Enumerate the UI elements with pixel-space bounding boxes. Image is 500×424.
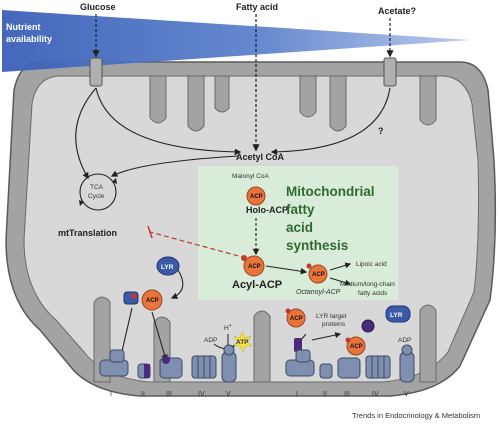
acp-right-1: ACP <box>285 308 306 328</box>
lyr-label: LYR <box>390 312 403 319</box>
fatty-acid-label: Fatty acid <box>236 2 278 12</box>
complex-3-right <box>337 357 361 379</box>
mtfas-title-4: synthesis <box>286 238 348 253</box>
complex-5-right <box>399 344 415 383</box>
adp-label-right: ADP <box>398 337 411 344</box>
question-mark: ? <box>378 126 384 136</box>
atp-label: ATP <box>236 339 249 346</box>
lyr-node-left: LYR <box>156 256 180 276</box>
acp-label: ACP <box>146 298 159 304</box>
complex-label-i: I <box>296 391 298 398</box>
acp-label: ACP <box>248 264 261 270</box>
acetate-label: Acetate? <box>378 6 416 16</box>
acp-label: ACP <box>250 194 263 200</box>
complex-4-left <box>191 355 217 379</box>
transporter-acetate <box>383 57 397 87</box>
complex-label-iii: III <box>344 391 350 398</box>
etc-complexes-right: I II III IV V <box>285 344 415 398</box>
complex-4-right <box>365 355 391 379</box>
acyl-acp-node: ACP <box>241 255 265 277</box>
mcfa-label-line1: Medium/long-chain <box>340 281 395 288</box>
adp-label-left: ADP <box>204 337 217 344</box>
to-acetyl-coa-arrows <box>75 87 391 180</box>
lyr-target-protein <box>361 319 375 333</box>
holo-acp-label: Holo-ACP <box>246 205 288 215</box>
to-lipoic-arrow <box>329 262 352 271</box>
complex-5-left <box>221 344 237 383</box>
complex-1-right <box>285 349 315 377</box>
cycle-arrows-icon <box>79 173 117 211</box>
complex-label-iv: IV <box>198 391 205 398</box>
nutrient-gradient <box>2 10 470 72</box>
complex-label-ii: II <box>141 391 145 398</box>
acyl-acp-label: Acyl-ACP <box>232 279 282 291</box>
mtfas-box <box>198 166 398 300</box>
malonyl-coa-label: Malonyl CoA <box>232 173 270 180</box>
import-arrows <box>92 14 394 152</box>
complex-2-right <box>319 363 333 379</box>
complex-1-left <box>99 349 129 377</box>
star-burst-icon <box>232 331 253 353</box>
lyr-target-line1: LYR target <box>316 313 347 320</box>
octanoyl-acp-label: Octanoyl-ACP <box>296 289 341 296</box>
acp-right-2: ACP <box>345 336 366 356</box>
acp-label: ACP <box>312 272 325 278</box>
complex-label-iii: III <box>166 391 172 398</box>
h-plus-label: H+ <box>224 323 232 332</box>
acetyl-coa-label: Acetyl CoA <box>236 152 285 162</box>
tca-label-line1: TCA <box>90 184 104 191</box>
to-complex-3-arrow <box>151 311 168 362</box>
complex-2-left <box>137 363 151 379</box>
right-arrow-b <box>311 332 342 341</box>
lyr-label: LYR <box>161 264 174 271</box>
holo-acp-node: ACP <box>246 186 266 206</box>
lyr-bound-protein <box>294 338 302 352</box>
nutrient-label-line2: availability <box>6 34 52 44</box>
cristae-top <box>149 75 437 132</box>
octanoyl-acp-node: ACP <box>306 263 328 284</box>
acyl-to-octanoyl-arrow <box>265 265 308 275</box>
mtfas-title-2: fatty <box>286 202 315 217</box>
transporter-glucose <box>89 57 103 87</box>
mtfas-title-1: Mitochondrial <box>286 184 375 199</box>
journal-footer: Trends in Endocrinology & Metabolism <box>352 411 480 420</box>
complex-label-v: V <box>404 391 409 398</box>
complex-label-iv: IV <box>372 391 379 398</box>
lyr-target-line2: proteins <box>322 321 346 328</box>
complex-label-i: I <box>110 391 112 398</box>
acp-label: ACP <box>350 344 363 350</box>
tca-label-line2: Cycle <box>88 193 105 200</box>
acp-label: ACP <box>290 316 303 322</box>
lyr-node-right: LYR <box>385 305 411 323</box>
complex-3-left <box>159 356 183 379</box>
acetyl-to-tca-arrow <box>110 155 239 177</box>
mtfas-title-3: acid <box>286 220 313 235</box>
mt-translation-label: mtTranslation <box>58 228 117 238</box>
to-mcfa-arrow <box>329 277 352 286</box>
tca-cycle: TCA Cycle <box>79 173 117 211</box>
lyr-acp-complex: ACP <box>123 289 163 311</box>
etc-complexes-left: I II III IV V <box>99 344 237 398</box>
inhibition-arrow-icon <box>149 231 247 259</box>
glucose-label: Glucose <box>80 2 116 12</box>
nutrient-label-line1: Nutrient <box>6 22 41 32</box>
lyr-to-complex-arrow <box>170 269 184 299</box>
complex-label-v: V <box>226 391 231 398</box>
mcfa-label-line2: fatty acids <box>358 290 388 297</box>
lipoic-acid-label: Lipoic acid <box>356 261 387 268</box>
complex-label-ii: II <box>323 391 327 398</box>
